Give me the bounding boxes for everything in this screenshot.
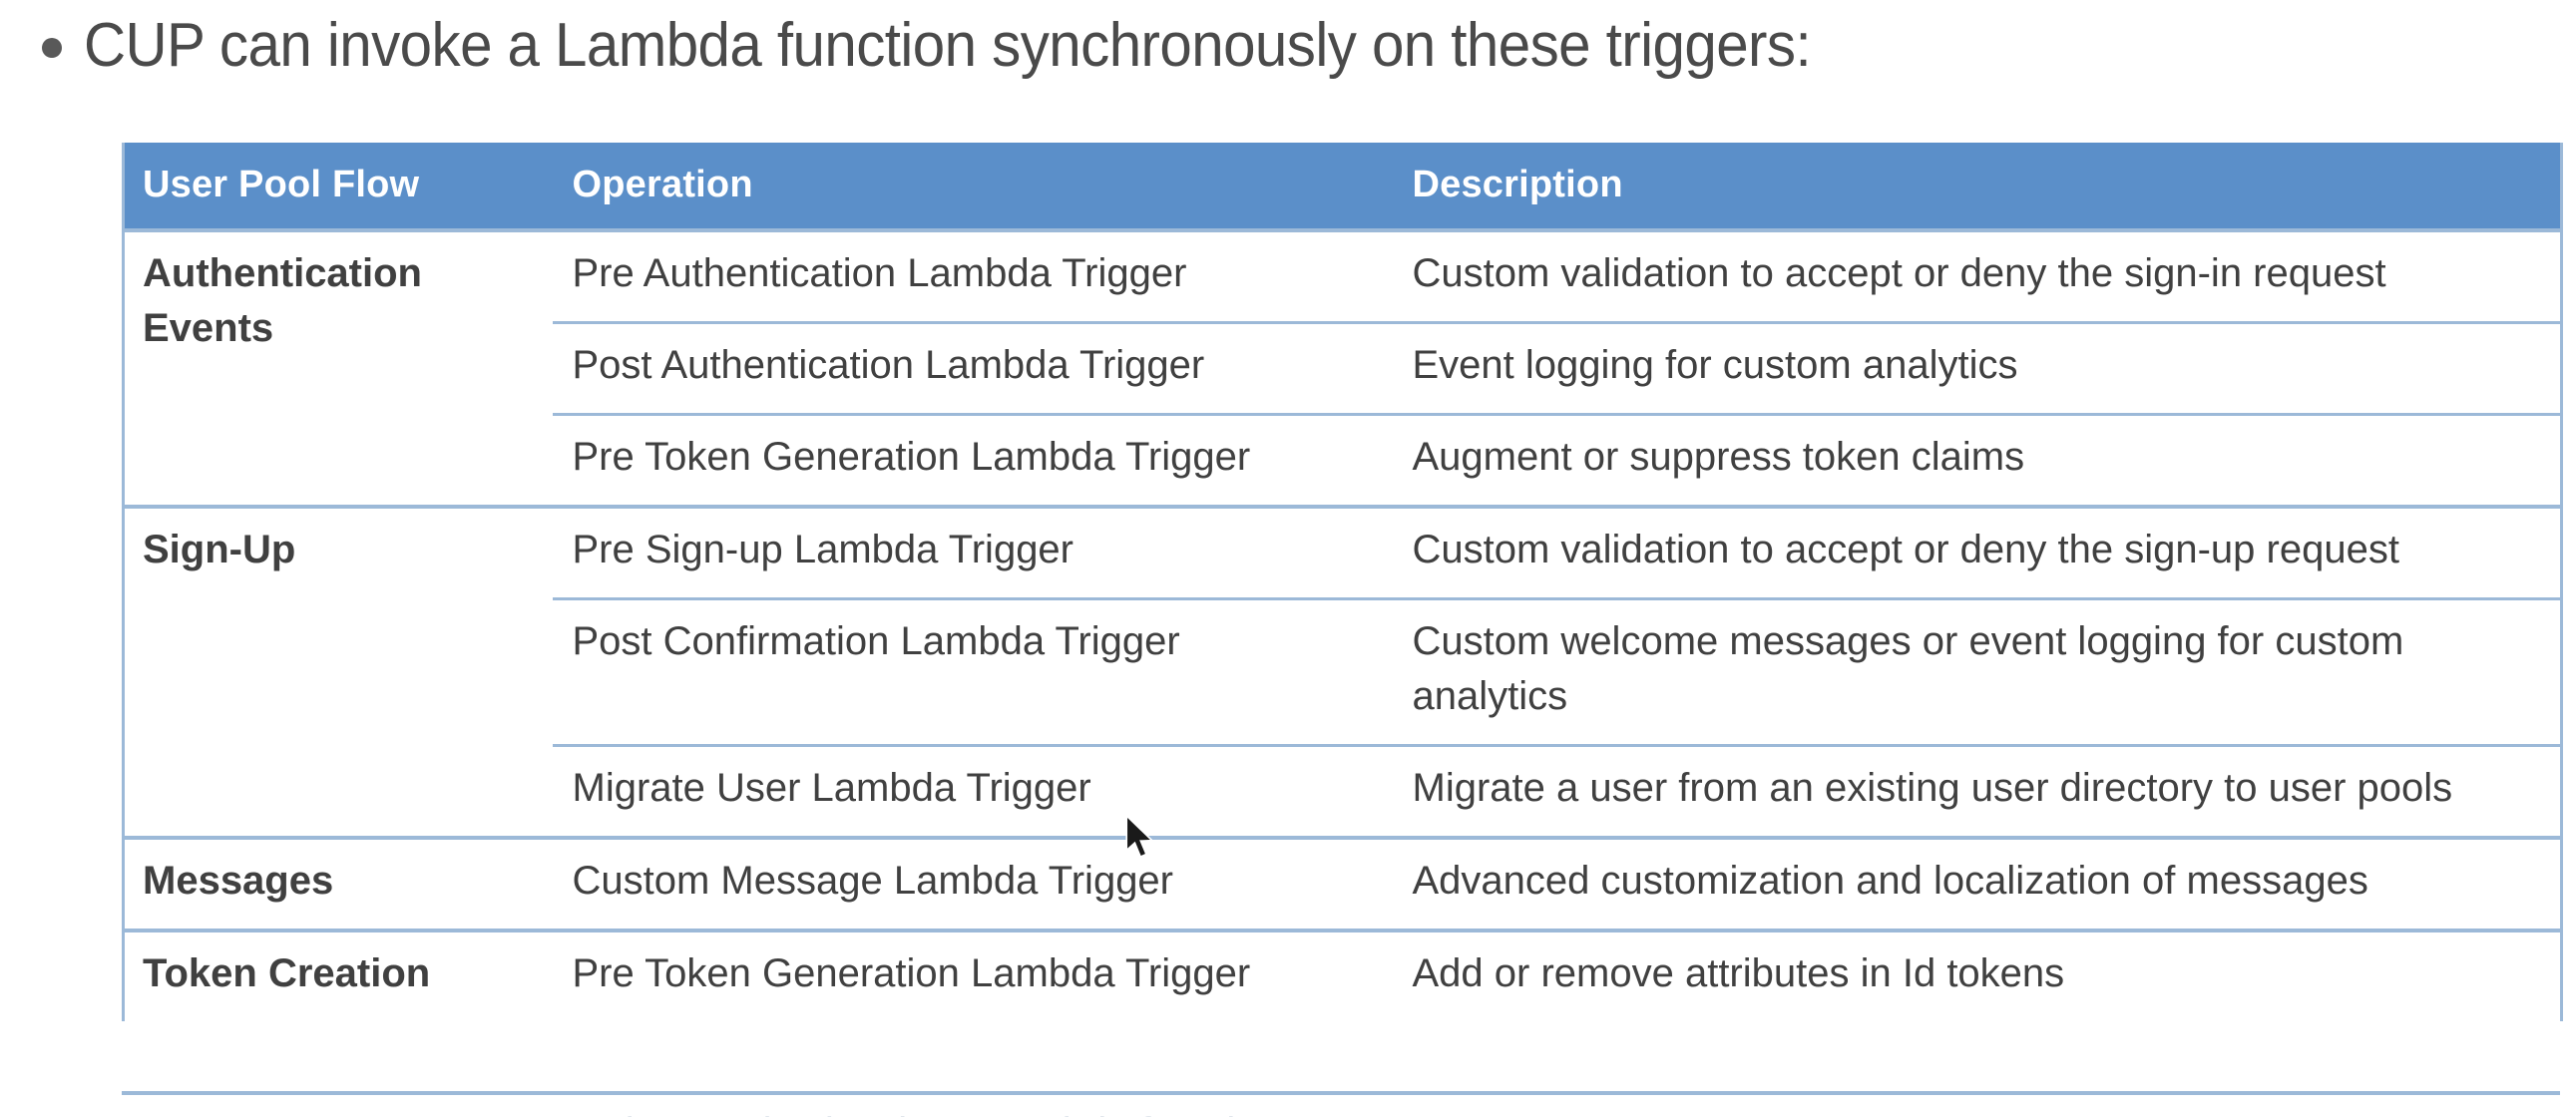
slide-bullet-line: CUP can invoke a Lambda function synchro…: [42, 4, 1922, 88]
cell-operation: Post Confirmation Lambda Trigger: [552, 597, 1391, 746]
table-row: Authentication Events Pre Authentication…: [123, 228, 2562, 507]
cell-operation: Custom Message Lambda Trigger: [552, 836, 1391, 931]
page-title: CUP can invoke a Lambda function synchro…: [84, 11, 1812, 80]
table-body: Authentication Events Pre Authentication…: [123, 228, 2562, 1021]
table-row: Post Authentication Lambda Trigger Event…: [124, 321, 2562, 415]
cell-description: Advanced customization and localization …: [1390, 836, 2562, 931]
cell-operation: Pre Sign-up Lambda Trigger: [552, 505, 1391, 599]
table-row: Post Confirmation Lambda Trigger Custom …: [124, 597, 2562, 746]
lambda-triggers-table: User Pool Flow Operation Description Aut…: [122, 143, 2563, 1021]
table-row: Migrate User Lambda Trigger Migrate a us…: [124, 744, 2562, 838]
cell-description: Event logging for custom analytics: [1390, 321, 2562, 415]
cell-description: Custom validation to accept or deny the …: [1390, 228, 2562, 323]
table-row: Messages Custom Message Lambda Trigger A…: [123, 836, 2562, 931]
table-row: Pre Token Generation Lambda Trigger Augm…: [124, 413, 2562, 507]
cell-description: Custom validation to accept or deny the …: [1390, 505, 2562, 599]
column-header-user-pool-flow: User Pool Flow: [123, 143, 553, 231]
cell-operation: Post Authentication Lambda Trigger: [552, 321, 1391, 415]
cell-description: Add or remove attributes in Id tokens: [1390, 929, 2562, 1021]
table-row: Token Creation Pre Token Generation Lamb…: [123, 929, 2562, 1021]
column-header-description: Description: [1390, 143, 2562, 231]
table-row: Sign-Up Pre Sign-up Lambda Trigger Custo…: [123, 505, 2562, 838]
cell-flow: Messages: [123, 836, 553, 931]
cell-flow: Token Creation: [123, 929, 553, 1021]
cell-operation: Migrate User Lambda Trigger: [552, 744, 1391, 838]
cell-description: Custom welcome messages or event logging…: [1390, 597, 2562, 746]
table-bottom-border: [122, 1091, 2560, 1095]
cell-description: Augment or suppress token claims: [1390, 413, 2562, 507]
cell-description: Migrate a user from an existing user dir…: [1390, 744, 2562, 838]
table-header-row: User Pool Flow Operation Description: [123, 143, 2562, 231]
cell-operation: Pre Token Generation Lambda Trigger: [552, 413, 1391, 507]
cell-flow: Sign-Up: [123, 505, 553, 838]
cell-operation: Pre Token Generation Lambda Trigger: [552, 929, 1391, 1021]
cell-operation: Pre Authentication Lambda Trigger: [552, 228, 1391, 323]
bullet-dot-icon: [42, 38, 62, 58]
cell-flow: Authentication Events: [123, 228, 553, 507]
column-header-operation: Operation: [552, 143, 1391, 231]
clipped-next-line: pools can also invoke a Lambda function: [559, 1105, 2055, 1117]
